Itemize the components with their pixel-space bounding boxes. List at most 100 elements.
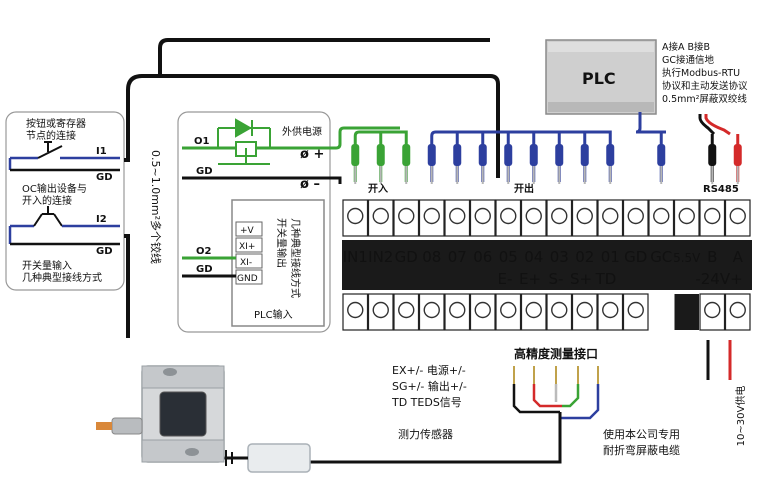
terminal-screw — [423, 301, 440, 319]
sensor-section: 高精度测量接口 EX+/- 电源+/- SG+/- 输出+/- TD TEDS信… — [391, 346, 747, 457]
connector-group-labels: 开入 开出 RS485 — [368, 182, 739, 195]
bottom-terminal-blank — [674, 294, 699, 330]
terminal-screw — [525, 301, 542, 319]
terminal-label: 01 — [601, 248, 620, 266]
terminal-screw — [500, 207, 517, 225]
terminal-screw — [500, 301, 517, 319]
mid-black-wire — [330, 176, 342, 184]
plc-label: PLC — [582, 69, 616, 88]
interface-pins — [512, 366, 600, 420]
terminal-label: 08 — [422, 248, 441, 266]
plc-vertical-line2: 几种典型接线方式 — [289, 218, 302, 298]
terminal-label: GD — [624, 248, 647, 266]
terminal-label: 02 — [575, 248, 594, 266]
terminal-label-strip — [342, 240, 752, 290]
plc-pin-xin: XI- — [240, 258, 252, 268]
bottom-terminal-row — [342, 293, 751, 331]
rs485-red-wire — [704, 114, 731, 136]
terminal-screw — [474, 301, 491, 319]
case1-title-line2: 节点的连接 — [26, 129, 76, 142]
case1-title-line1: 按钮或寄存器 — [26, 117, 86, 130]
rs485-gc-wire — [635, 112, 666, 134]
ext-power-minus: ø – — [300, 177, 320, 192]
oc-device-symbol — [8, 206, 120, 246]
ssr-symbol — [217, 118, 271, 165]
bottom-label-s-plus: S+ — [570, 270, 592, 288]
terminal-screw — [729, 301, 746, 319]
probe-body — [529, 144, 538, 166]
probe-body — [504, 144, 513, 166]
case1-gd-label: GD — [96, 172, 113, 183]
top-terminal — [469, 199, 496, 237]
bottom-label-e-plus: E+ — [519, 270, 541, 288]
case2-title-line2: 开入的连接 — [22, 194, 72, 207]
terminal-screw — [653, 207, 670, 225]
ext-power-plus: ø + — [300, 147, 324, 162]
plc-note-4: 协议和主动发送协议 — [662, 80, 748, 92]
case2-title-line1: OC输出设备与 — [22, 182, 87, 195]
terminal-screw — [423, 207, 440, 225]
cable-connector-sleeve — [247, 443, 311, 473]
probe-body — [555, 144, 564, 166]
terminal-screw — [449, 301, 466, 319]
terminal-label: A — [733, 248, 744, 266]
case2-gd-label: GD — [96, 246, 113, 257]
probe-body — [351, 144, 360, 166]
terminal-screw — [602, 207, 619, 225]
bottom-label-24v: -24V+ — [695, 270, 742, 288]
probe-body — [657, 144, 666, 166]
terminal-label: IN2 — [368, 248, 393, 266]
left-panel: 按钮或寄存器 节点的连接 I1 GD OC输出设备与 开入的连接 — [5, 111, 125, 291]
bottom-terminal — [699, 293, 726, 331]
probe-body — [580, 144, 589, 166]
terminal-label: B — [707, 248, 717, 266]
left-panel-cable — [124, 74, 500, 178]
terminal-screw — [678, 207, 695, 225]
terminal-screw — [704, 207, 721, 225]
group-label-kaichu: 开出 — [514, 182, 534, 195]
case1-i1-label: I1 — [96, 146, 107, 157]
plc-pin-v: +V — [240, 226, 255, 236]
terminal-screw — [627, 301, 644, 319]
terminal-screw — [551, 301, 568, 319]
terminal-label: 5.5V — [673, 251, 701, 265]
group-label-kairu: 开入 — [368, 183, 388, 195]
o2-label: O2 — [196, 246, 212, 257]
terminal-screw — [576, 301, 593, 319]
ext-power-label: 外供电源 — [282, 125, 322, 138]
left-footer-line2: 几种典型接线方式 — [22, 271, 102, 284]
plc-note-5: 0.5mm²屏蔽双绞线 — [662, 93, 747, 105]
terminal-screw — [576, 207, 593, 225]
terminal-screw — [372, 301, 389, 319]
left-panel-border — [5, 111, 125, 291]
terminal-screw — [398, 207, 415, 225]
probe-body — [478, 144, 487, 166]
rs485-black-wire — [698, 114, 716, 136]
left-footer-line1: 开关量输入 — [22, 259, 72, 272]
plc-note-1: A接A B接B — [662, 41, 710, 53]
case2-i2-label: I2 — [96, 214, 107, 225]
pin-desc-3: TD TEDS信号 — [391, 396, 462, 409]
terminal-label: GC — [650, 248, 672, 266]
probe-body — [402, 144, 411, 166]
plc-note-2: GC接通信地 — [662, 54, 714, 66]
cable-note-1: 使用本公司专用 — [603, 427, 680, 441]
terminal-label: 04 — [524, 248, 543, 266]
terminal-screw — [449, 207, 466, 225]
bottom-label-row: E- E+ S- S+ TD -24V+ — [498, 270, 743, 288]
interface-title: 高精度测量接口 — [514, 346, 598, 361]
terminal-screw — [627, 207, 644, 225]
probe-body — [606, 144, 615, 166]
gd-label-2: GD — [196, 264, 213, 275]
terminal-label: 06 — [473, 248, 492, 266]
cable-spec-label: 0.5~1.0mm²多个铰线 — [149, 150, 163, 264]
probe-body — [453, 144, 462, 166]
probe-body — [427, 144, 436, 166]
pin-desc-1: EX+/- 电源+/- — [392, 363, 466, 377]
terminal-screw — [398, 301, 415, 319]
kaichu-bus — [430, 130, 612, 144]
group-label-rs485: RS485 — [703, 184, 739, 195]
sensor-label: 测力传感器 — [398, 428, 453, 441]
